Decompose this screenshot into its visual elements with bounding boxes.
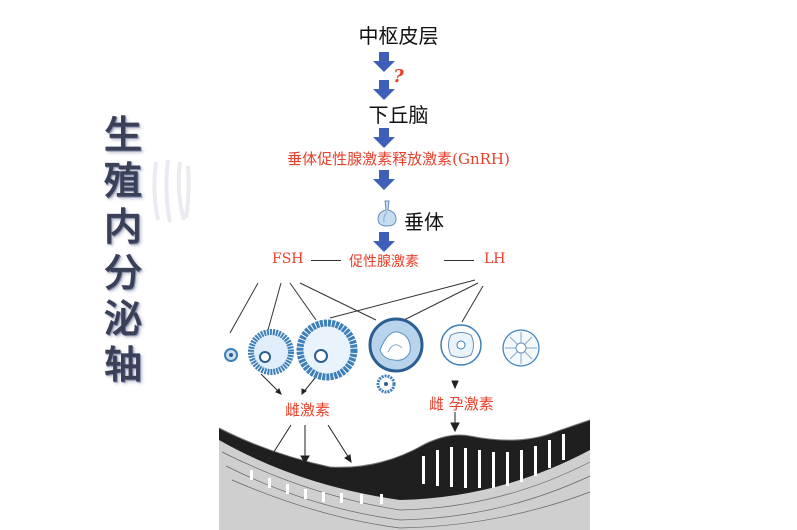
lh-label: LH — [484, 251, 506, 267]
down-arrow-icon — [373, 80, 395, 100]
cortex-node: 中枢皮层 — [358, 24, 439, 48]
down-arrow-icon — [373, 52, 395, 72]
connector-line — [444, 260, 474, 261]
pituitary-icon — [377, 200, 397, 227]
myometrium — [219, 440, 590, 530]
ghost-decoration — [152, 159, 191, 223]
ovulated-oocyte — [376, 374, 396, 394]
corpus-luteum — [440, 324, 482, 366]
follicle-primary — [248, 329, 294, 375]
gonadotropin-label: 促性腺激素 — [349, 254, 419, 270]
title-char: 泌 — [103, 296, 142, 341]
down-arrow-icon — [373, 128, 395, 148]
follicle-primordial — [224, 348, 238, 362]
gnrh-node: 垂体促性腺激素释放激素(GnRH) — [287, 150, 510, 168]
pituitary-label: 垂体 — [404, 210, 444, 234]
fsh-label: FSH — [272, 251, 304, 267]
progesterone-label: 雌 孕激素 — [429, 395, 494, 413]
hypothalamus-node: 下丘脑 — [368, 103, 429, 127]
title-char: 分 — [103, 250, 142, 295]
vertical-title: 生 殖 内 分 泌 轴 — [92, 112, 154, 388]
title-char: 内 — [103, 204, 142, 249]
follicle-secondary — [296, 319, 358, 381]
estrogen-label: 雌激素 — [285, 401, 331, 419]
connector-line — [311, 260, 341, 261]
title-char: 殖 — [103, 158, 142, 203]
down-arrow-icon — [373, 170, 395, 190]
corpus-albicans — [502, 329, 540, 367]
unknown-node: ? — [393, 66, 404, 87]
down-arrow-icon — [373, 232, 395, 252]
title-char: 生 — [103, 112, 142, 157]
title-char: 轴 — [103, 342, 142, 387]
follicle-mature — [368, 317, 424, 373]
